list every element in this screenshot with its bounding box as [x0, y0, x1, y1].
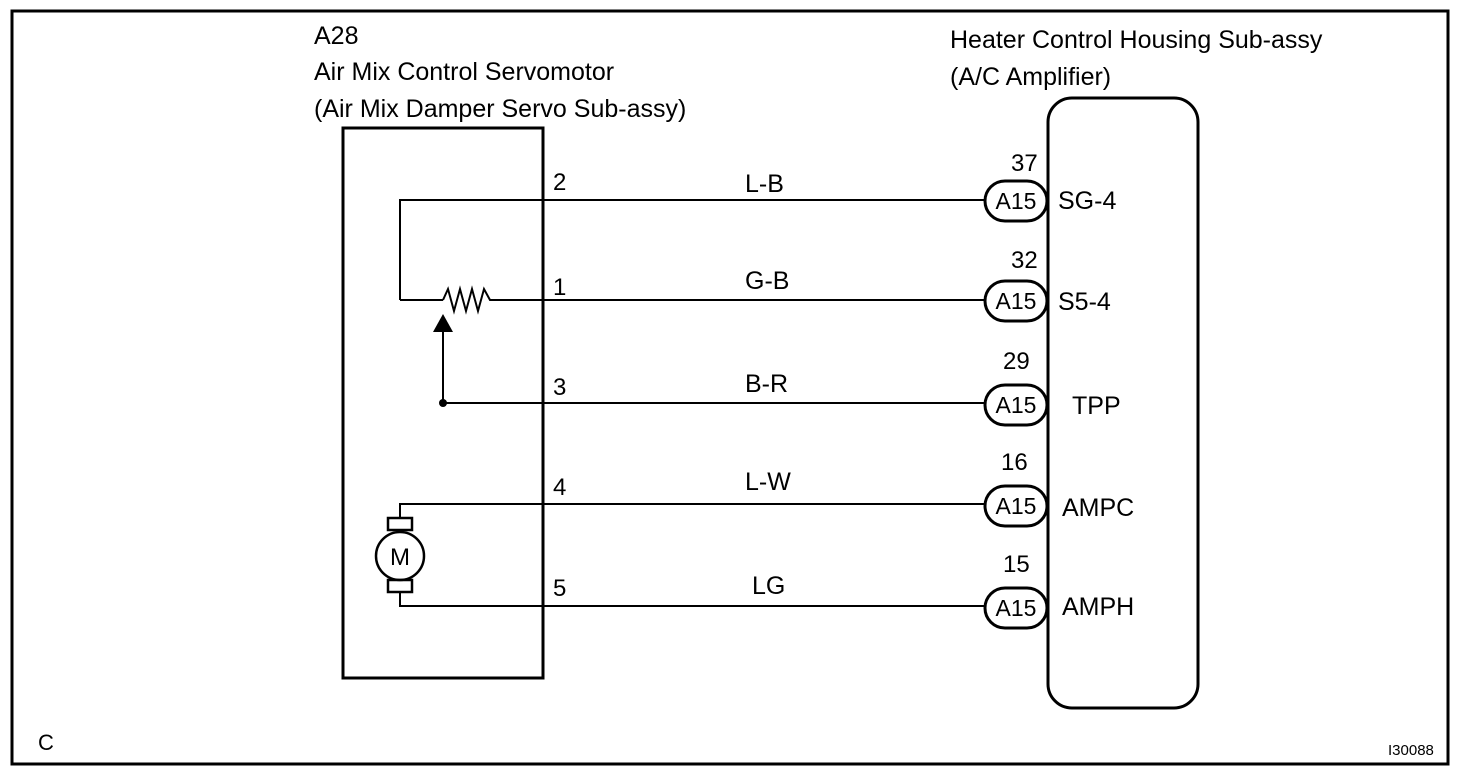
amp-pin: 16 — [1001, 449, 1028, 476]
figure-id: I30088 — [1388, 742, 1434, 759]
amplifier-sub: (A/C Amplifier) — [950, 63, 1111, 91]
servo-sub: (Air Mix Damper Servo Sub-assy) — [314, 95, 686, 123]
wire-color: L-W — [745, 468, 791, 496]
amp-pin: 29 — [1003, 348, 1030, 375]
corner-label: C — [38, 730, 54, 755]
terminal-name: AMPC — [1062, 494, 1134, 522]
connector-label: A15 — [996, 288, 1037, 314]
motor-symbol: M — [390, 544, 410, 571]
servo-pin: 2 — [553, 169, 566, 196]
terminal-name: S5-4 — [1058, 288, 1111, 316]
connector-label: A15 — [996, 595, 1037, 621]
motor: M — [374, 503, 543, 607]
wire-color: B-R — [745, 370, 788, 398]
amplifier-name: Heater Control Housing Sub-assy — [950, 26, 1323, 54]
wire-color: L-B — [745, 170, 784, 198]
servo-name: Air Mix Control Servomotor — [314, 58, 614, 86]
outer-frame — [10, 9, 1450, 766]
wire-color: LG — [752, 572, 785, 600]
terminal-name: TPP — [1072, 392, 1121, 420]
terminal-name: SG-4 — [1058, 187, 1116, 215]
amp-pin: 37 — [1011, 150, 1038, 177]
wire-color: G-B — [745, 267, 789, 295]
connector-label: A15 — [996, 493, 1037, 519]
servo-pin: 1 — [553, 274, 566, 301]
amp-pin: 32 — [1011, 247, 1038, 274]
connector-label: A15 — [996, 188, 1037, 214]
connector-ovals — [983, 179, 1049, 630]
servo-pin: 5 — [553, 575, 566, 602]
terminal-name: AMPH — [1062, 593, 1134, 621]
wiper-arrow-icon — [433, 314, 453, 332]
servo-pin: 3 — [553, 374, 566, 401]
amp-pin: 15 — [1003, 551, 1030, 578]
potentiometer — [399, 199, 543, 407]
wires — [543, 199, 985, 607]
servo-pin: 4 — [553, 474, 566, 501]
servo-code: A28 — [314, 22, 358, 50]
connector-label: A15 — [996, 392, 1037, 418]
